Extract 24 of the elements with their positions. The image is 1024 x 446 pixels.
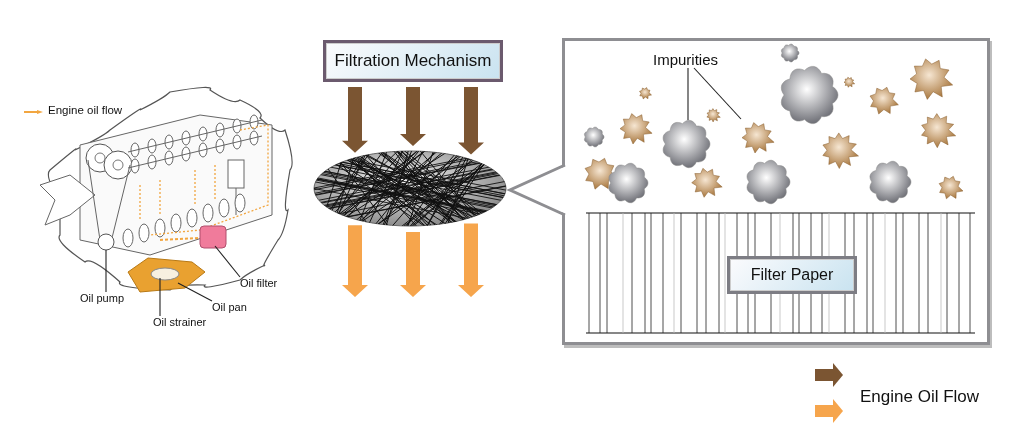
callout-label: Impurities (653, 51, 719, 68)
leader-line (687, 67, 689, 121)
impurity-particle (661, 120, 711, 168)
flow-arrow (342, 87, 368, 153)
fiber-mesh-ellipse (313, 150, 507, 227)
leader-line (159, 277, 161, 317)
part-label: Oil filter (240, 277, 278, 289)
label-box: Filter Paper (727, 256, 857, 294)
flow-arrow (342, 225, 368, 297)
zoom-panel (562, 38, 990, 345)
leader-line (177, 282, 213, 302)
flow-arrow (400, 232, 426, 297)
leader-line (693, 67, 742, 120)
legend-label: Engine Oil Flow (860, 387, 980, 407)
part-label: Oil strainer (153, 316, 207, 328)
flow-arrow (400, 87, 426, 146)
legend-label: Engine oil flow (48, 104, 123, 116)
leader-line (105, 249, 107, 293)
flow-arrow (458, 87, 484, 155)
title-box: Filtration Mechanism (323, 40, 503, 82)
flow-arrow (458, 223, 484, 297)
part-label: Oil pan (212, 301, 247, 313)
leader-line (214, 245, 241, 278)
part-label: Oil pump (80, 292, 125, 304)
